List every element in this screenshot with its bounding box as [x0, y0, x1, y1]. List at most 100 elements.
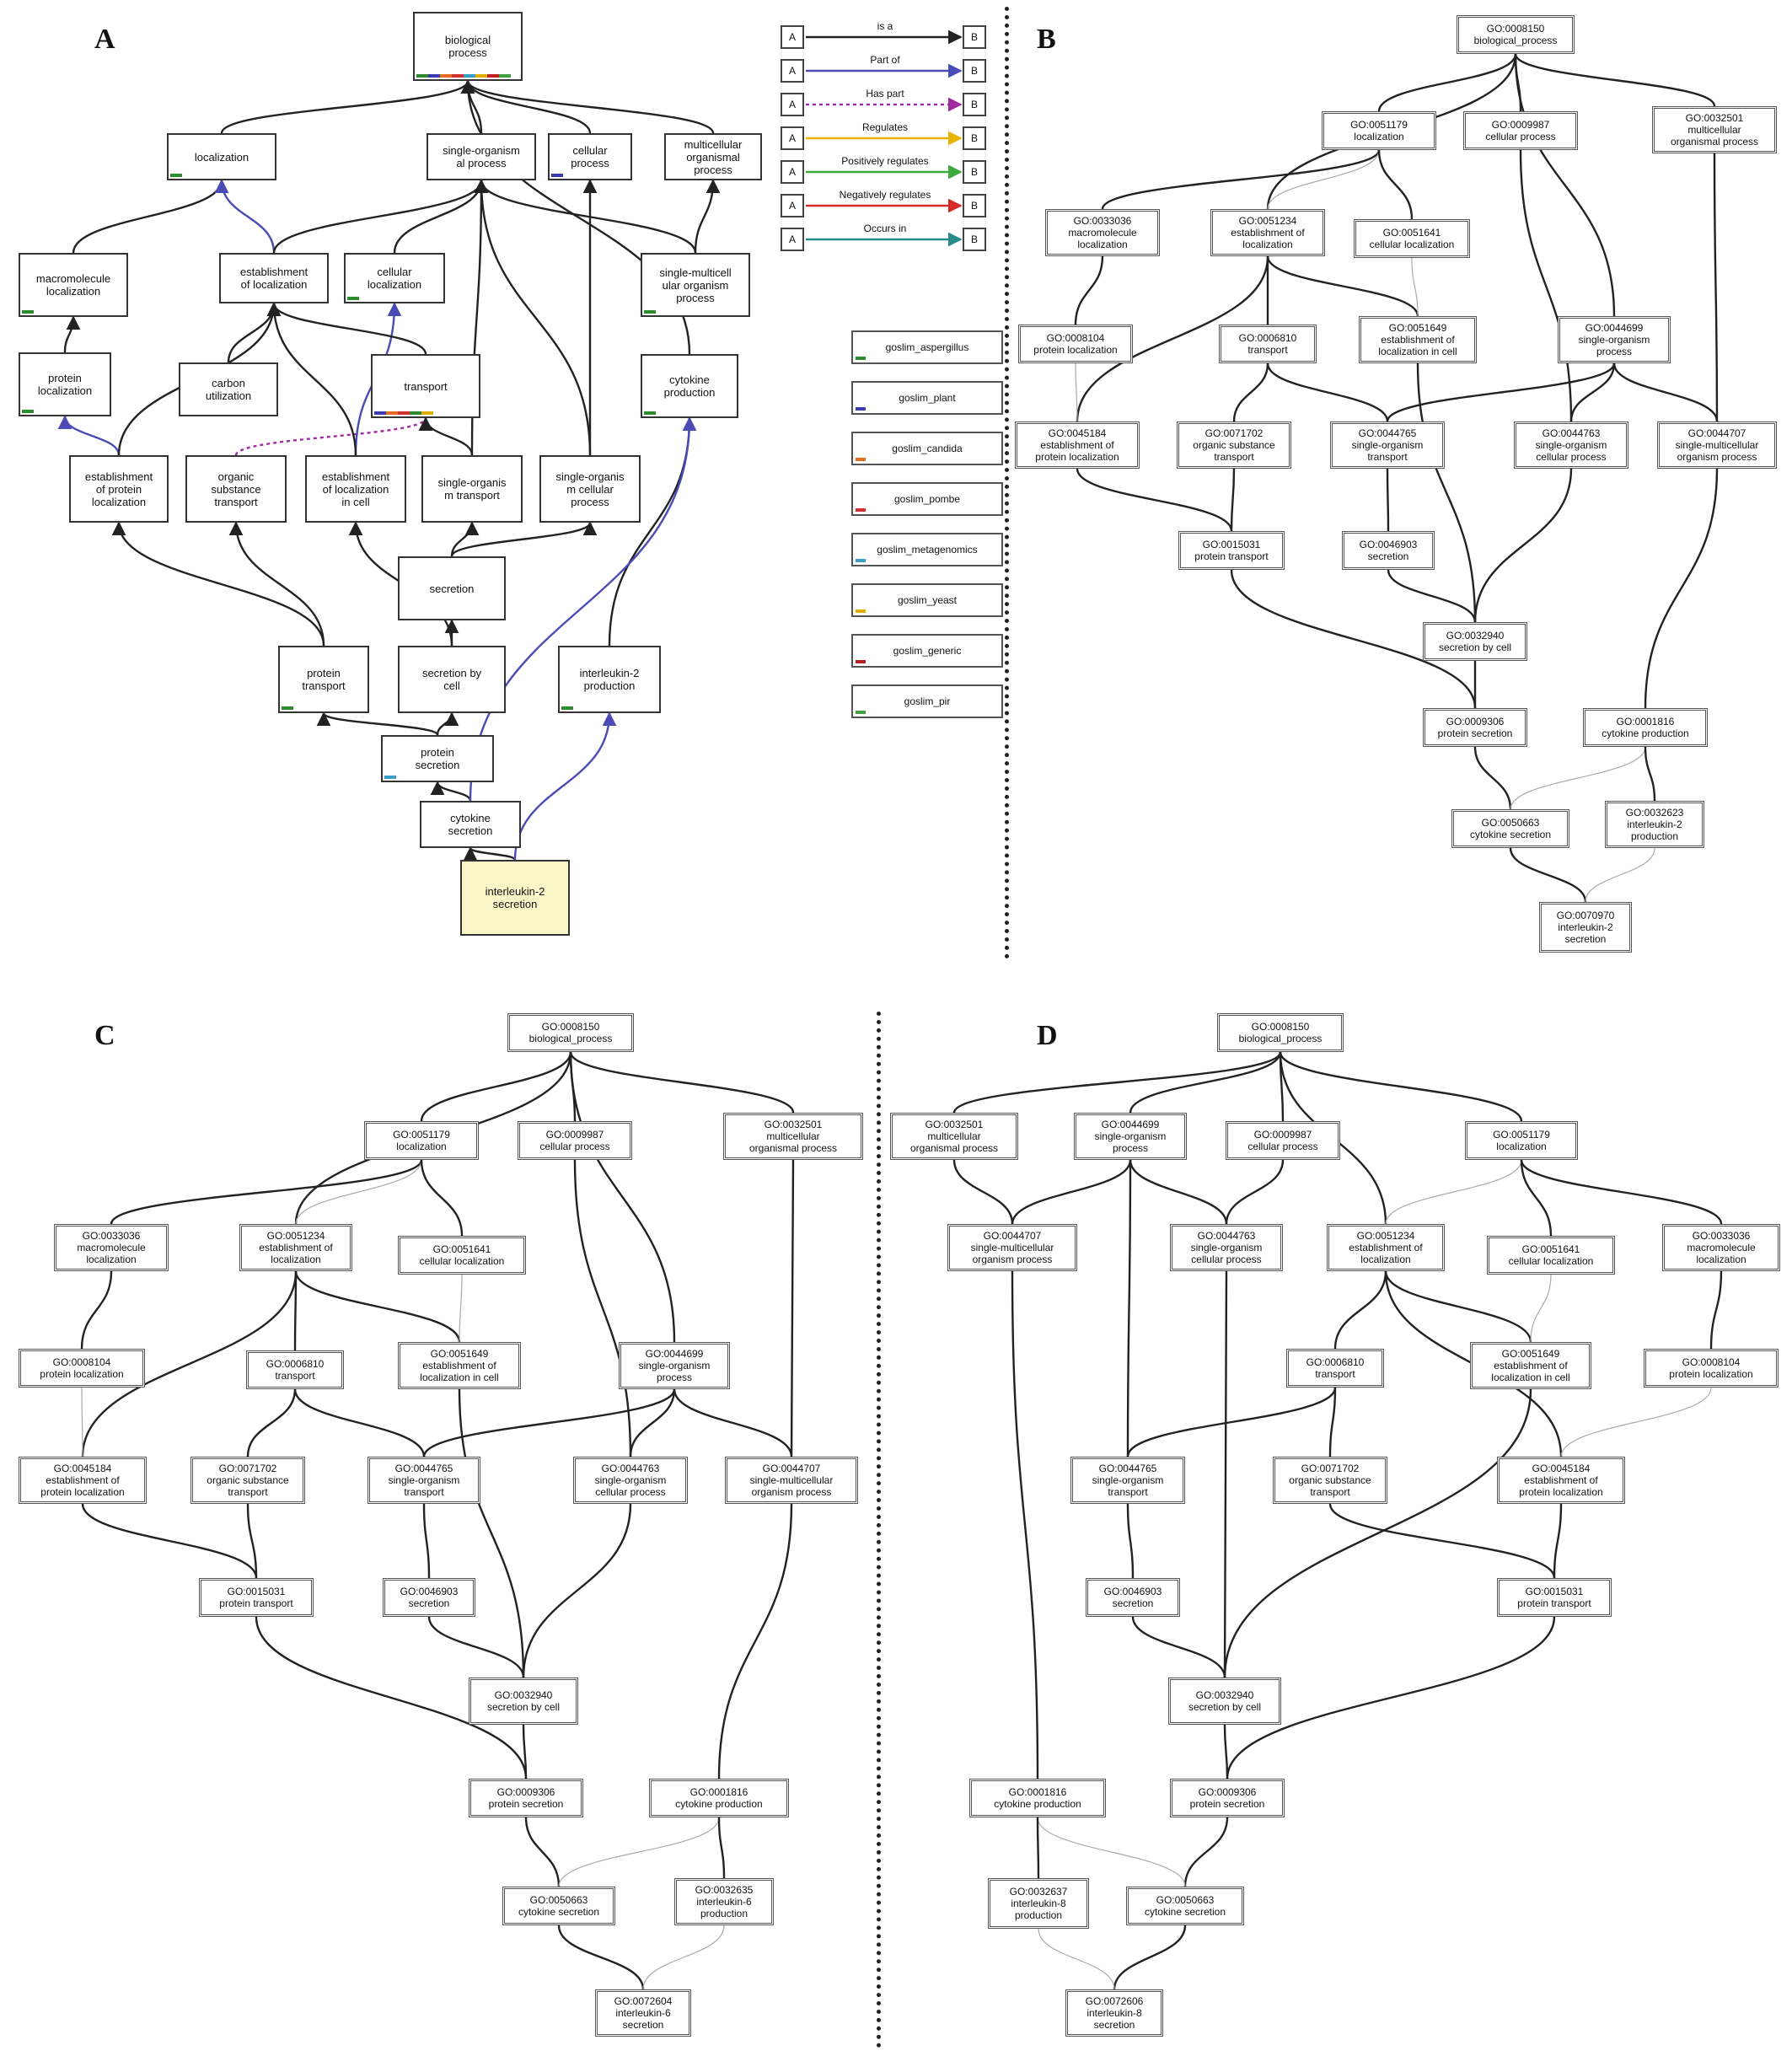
panelB-node-sec[interactable]: GO:0046903 secretion [1342, 531, 1435, 570]
panelC-node-elc[interactable]: GO:0051649 establishment of localization… [398, 1342, 521, 1389]
panelB-node-tr[interactable]: GO:0006810 transport [1219, 325, 1317, 363]
panelD-node-pt[interactable]: GO:0015031 protein transport [1497, 1578, 1612, 1617]
panelC-node-sec[interactable]: GO:0046903 secretion [383, 1578, 475, 1617]
panelB-node-pt[interactable]: GO:0015031 protein transport [1178, 531, 1285, 570]
panelD-node-smp[interactable]: GO:0044707 single-multicellular organism… [947, 1224, 1077, 1271]
panelD-node-sop[interactable]: GO:0044699 single-organism process [1074, 1113, 1187, 1160]
panelA-node-eol[interactable]: establishment of localization [219, 253, 329, 303]
panelA-node-ps[interactable]: protein secretion [381, 735, 494, 782]
panelB-node-cp[interactable]: GO:0009987 cellular process [1463, 111, 1578, 150]
panelB-node-sbc[interactable]: GO:0032940 secretion by cell [1423, 622, 1527, 661]
panelC-node-epl[interactable]: GO:0045184 establishment of protein loca… [19, 1457, 147, 1504]
panelA-node-sot[interactable]: single-organis m transport [421, 455, 523, 523]
panelA-node-bp[interactable]: biological process [413, 12, 523, 81]
panelB-node-sop[interactable]: GO:0044699 single-organism process [1558, 316, 1671, 363]
panelB-node-ps[interactable]: GO:0009306 protein secretion [1423, 708, 1527, 747]
panelA-node-ost[interactable]: organic substance transport [185, 455, 287, 523]
panelB-node-smp[interactable]: GO:0044707 single-multicellular organism… [1657, 421, 1777, 469]
panelD-node-cl[interactable]: GO:0051641 cellular localization [1487, 1236, 1615, 1275]
panelA-node-tr[interactable]: transport [371, 354, 480, 418]
panelC-node-sbc[interactable]: GO:0032940 secretion by cell [469, 1678, 578, 1725]
panelB-node-eol[interactable]: GO:0051234 establishment of localization [1210, 209, 1325, 256]
panelC-node-loc[interactable]: GO:0051179 localization [364, 1121, 479, 1160]
panelC-node-mop[interactable]: GO:0032501 multicellular organismal proc… [723, 1113, 863, 1160]
panelD-node-elc[interactable]: GO:0051649 establishment of localization… [1470, 1342, 1591, 1389]
panelD-node-ost[interactable]: GO:0071702 organic substance transport [1273, 1457, 1387, 1504]
panelD-node-bp[interactable]: GO:0008150 biological_process [1217, 1013, 1344, 1052]
panelB-node-ilp[interactable]: GO:0032623 interleukin-2 production [1605, 801, 1704, 848]
panelD-node-eol[interactable]: GO:0051234 establishment of localization [1327, 1224, 1445, 1271]
panelD-node-pl[interactable]: GO:0008104 protein localization [1644, 1349, 1779, 1388]
panelA-node-pt[interactable]: protein transport [278, 646, 369, 713]
panelD-node-ils[interactable]: GO:0072606 interleukin-8 secretion [1065, 1989, 1163, 2037]
panelA-node-cp[interactable]: cellular process [548, 133, 632, 180]
panelC-node-cs[interactable]: GO:0050663 cytokine secretion [502, 1887, 615, 1925]
panelA-node-mop[interactable]: multicellular organismal process [664, 133, 762, 180]
panelA-node-il2s[interactable]: interleukin-2 secretion [460, 860, 570, 936]
panelA-node-cu[interactable]: carbon utilization [179, 362, 278, 416]
panelB-node-epl[interactable]: GO:0045184 establishment of protein loca… [1015, 421, 1140, 469]
panelD-node-cs[interactable]: GO:0050663 cytokine secretion [1126, 1887, 1244, 1925]
panelA-node-epl[interactable]: establishment of protein localization [69, 455, 169, 523]
panelB-node-loc[interactable]: GO:0051179 localization [1322, 111, 1436, 150]
panelD-node-sot[interactable]: GO:0044765 single-organism transport [1070, 1457, 1185, 1504]
panelA-node-sbc[interactable]: secretion by cell [398, 646, 506, 713]
panelC-node-socp[interactable]: GO:0044763 single-organism cellular proc… [573, 1457, 688, 1504]
panelA-node-cl[interactable]: cellular localization [344, 253, 445, 303]
panelB-node-cs[interactable]: GO:0050663 cytokine secretion [1451, 809, 1569, 848]
panelD-node-mml[interactable]: GO:0033036 macromolecule localization [1662, 1224, 1780, 1271]
panelC-node-pl[interactable]: GO:0008104 protein localization [19, 1349, 145, 1388]
panelC-node-smp[interactable]: GO:0044707 single-multicellular organism… [725, 1457, 858, 1504]
panelC-node-ilp[interactable]: GO:0032635 interleukin-6 production [674, 1878, 774, 1925]
panelB-node-ost[interactable]: GO:0071702 organic substance transport [1177, 421, 1291, 469]
panelB-node-sot[interactable]: GO:0044765 single-organism transport [1330, 421, 1445, 469]
legend-slim-label: goslim_plant [899, 392, 956, 404]
panelA-node-cs[interactable]: cytokine secretion [420, 801, 521, 848]
panelC-node-eol[interactable]: GO:0051234 establishment of localization [239, 1224, 352, 1271]
panelC-node-cyp[interactable]: GO:0001816 cytokine production [649, 1779, 789, 1817]
panelC-node-sop[interactable]: GO:0044699 single-organism process [619, 1342, 730, 1389]
panelA-node-pl[interactable]: protein localization [19, 352, 111, 416]
panelD-edge-cs-ps [1183, 1817, 1229, 1887]
panelD-node-socp[interactable]: GO:0044763 single-organism cellular proc… [1170, 1224, 1283, 1271]
panelD-node-sec[interactable]: GO:0046903 secretion [1086, 1578, 1180, 1617]
panelA-node-sop[interactable]: single-organism al process [427, 133, 536, 180]
panelC-node-ps[interactable]: GO:0009306 protein secretion [469, 1779, 583, 1817]
panelC-node-sot[interactable]: GO:0044765 single-organism transport [368, 1457, 480, 1504]
panelA-node-elc[interactable]: establishment of localization in cell [305, 455, 406, 523]
panelD-node-mop[interactable]: GO:0032501 multicellular organismal proc… [890, 1113, 1018, 1160]
panelA-node-socp[interactable]: single-organis m cellular process [539, 455, 641, 523]
panelB-node-bp[interactable]: GO:0008150 biological_process [1457, 15, 1575, 54]
panelC-node-ils[interactable]: GO:0072604 interleukin-6 secretion [595, 1989, 691, 2037]
panelB-node-cyp[interactable]: GO:0001816 cytokine production [1583, 708, 1708, 747]
panelB-node-socp[interactable]: GO:0044763 single-organism cellular proc… [1514, 421, 1628, 469]
panelC-node-cp[interactable]: GO:0009987 cellular process [518, 1121, 632, 1160]
panelD-node-sbc[interactable]: GO:0032940 secretion by cell [1168, 1678, 1281, 1725]
panelA-node-sec[interactable]: secretion [398, 556, 506, 620]
panelB-edge-epl-eol [1076, 255, 1269, 422]
panelB-node-ils[interactable]: GO:0070970 interleukin-2 secretion [1539, 902, 1632, 953]
panelD-node-ps[interactable]: GO:0009306 protein secretion [1170, 1779, 1285, 1817]
panelB-node-pl[interactable]: GO:0008104 protein localization [1018, 325, 1133, 363]
panelC-node-pt[interactable]: GO:0015031 protein transport [199, 1578, 314, 1617]
panelC-node-ost[interactable]: GO:0071702 organic substance transport [190, 1457, 305, 1504]
panelA-node-cyp[interactable]: cytokine production [641, 354, 738, 418]
panelC-node-bp[interactable]: GO:0008150 biological_process [507, 1013, 634, 1052]
panelC-node-mml[interactable]: GO:0033036 macromolecule localization [54, 1224, 169, 1271]
panelD-node-tr[interactable]: GO:0006810 transport [1286, 1349, 1384, 1388]
panelD-node-loc[interactable]: GO:0051179 localization [1465, 1121, 1578, 1160]
panelB-node-cl[interactable]: GO:0051641 cellular localization [1354, 219, 1470, 258]
panelA-node-mml[interactable]: macromolecule localization [19, 253, 128, 317]
panelA-node-il2p[interactable]: interleukin-2 production [558, 646, 661, 713]
panelD-node-ilp[interactable]: GO:0032637 interleukin-8 production [988, 1878, 1089, 1929]
panelD-node-cyp[interactable]: GO:0001816 cytokine production [969, 1779, 1106, 1817]
panelB-node-mml[interactable]: GO:0033036 macromolecule localization [1045, 209, 1160, 256]
panelC-node-tr[interactable]: GO:0006810 transport [246, 1350, 344, 1389]
panelD-node-cp[interactable]: GO:0009987 cellular process [1226, 1121, 1340, 1160]
panelD-node-epl[interactable]: GO:0045184 establishment of protein loca… [1497, 1457, 1625, 1504]
panelB-node-elc[interactable]: GO:0051649 establishment of localization… [1359, 316, 1477, 363]
panelC-node-cl[interactable]: GO:0051641 cellular localization [398, 1236, 526, 1275]
panelA-node-smp[interactable]: single-multicell ular organism process [641, 253, 750, 317]
panelB-node-mop[interactable]: GO:0032501 multicellular organismal proc… [1652, 106, 1777, 153]
panelA-node-loc[interactable]: localization [167, 133, 276, 180]
